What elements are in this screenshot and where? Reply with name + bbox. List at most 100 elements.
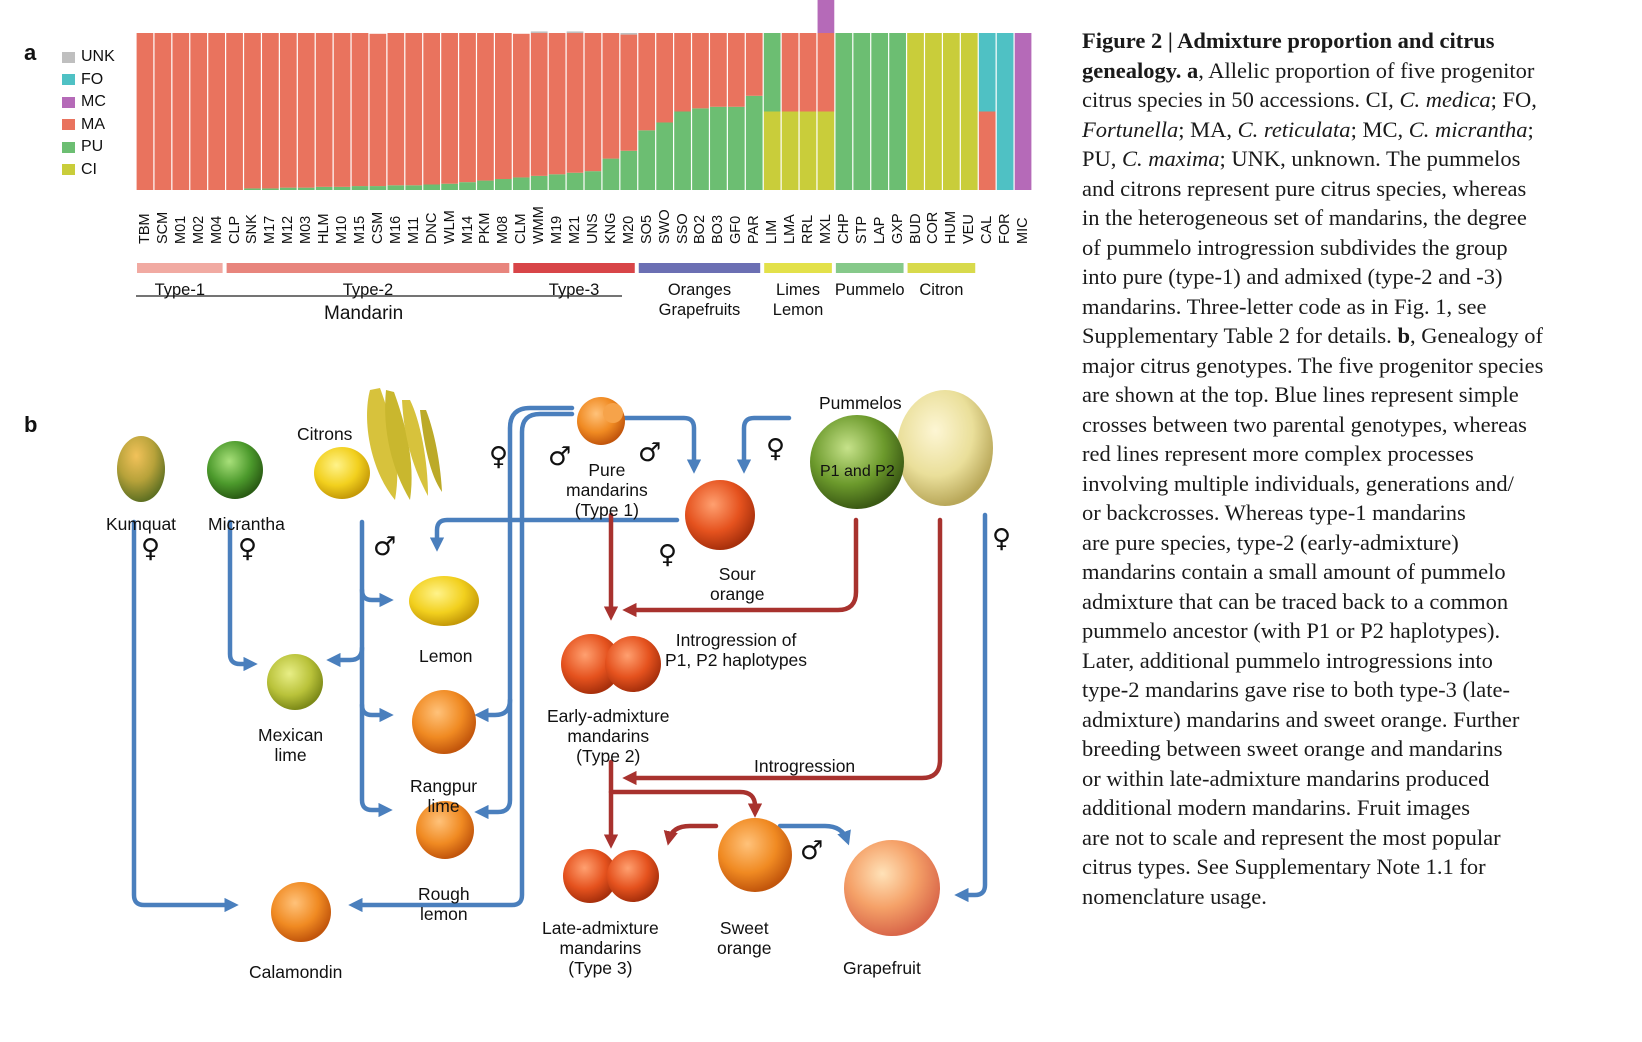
bar-segment-pu	[763, 33, 781, 112]
accession-code: WLM	[441, 210, 458, 244]
bar-segment-unk	[620, 33, 638, 35]
legend-item: MA	[62, 114, 115, 137]
citrons-label: Citrons	[297, 424, 353, 444]
bar-segment-pu	[423, 184, 441, 190]
bar-segment-ma	[638, 33, 656, 131]
bar-segment-unk	[530, 31, 548, 33]
accession-code: LAP	[871, 216, 888, 244]
late-admixture-image	[563, 849, 659, 903]
bar-segment-pu	[548, 174, 566, 190]
bar-segment-ma	[297, 33, 315, 188]
accession-code: BUD	[907, 213, 924, 244]
group-bar	[226, 263, 510, 273]
introgression-label: Introgression	[754, 756, 856, 776]
bar-segment-pu	[656, 122, 673, 190]
accession-code: KNG	[602, 212, 619, 244]
accession-code: M03	[298, 215, 315, 244]
accession-code: M02	[190, 215, 207, 244]
bar-segment-pu	[512, 177, 530, 190]
legend-item: MC	[62, 91, 115, 114]
bar-segment-ma	[978, 111, 996, 190]
group-label: Type-1	[154, 281, 206, 299]
accession-code: GF0	[728, 215, 745, 244]
accession-code: CHP	[835, 213, 852, 244]
bar-segment-ma	[710, 33, 727, 107]
accession-code: SO5	[638, 214, 655, 244]
kumquat-image	[117, 436, 165, 502]
legend-item: PU	[62, 136, 115, 159]
accession-code: M16	[387, 215, 404, 244]
accession-code: CSM	[369, 211, 386, 244]
group-label: Type-2	[342, 281, 394, 299]
group-label: Pummelo	[834, 281, 905, 299]
accession-code: M14	[459, 215, 476, 244]
female-symbol: ♀	[141, 534, 161, 564]
accession-code: M01	[172, 215, 189, 244]
bar-segment-pu	[692, 108, 709, 190]
bar-segment-pu	[477, 180, 494, 190]
bar-segment-pu	[871, 33, 889, 190]
pummelos-image	[810, 390, 993, 509]
bar-segment-pu	[495, 179, 512, 190]
legend-label: UNK	[81, 48, 115, 65]
bar-segment-pu	[369, 186, 387, 190]
accession-code: M15	[352, 215, 368, 244]
bar-segment-ma	[727, 33, 745, 107]
calamondin-image	[271, 882, 331, 942]
male-symbol: ♂	[373, 532, 397, 562]
bar-segment-pu	[405, 185, 423, 190]
female-symbol: ♀	[238, 534, 258, 564]
group-bar	[835, 263, 904, 273]
legend-label: MA	[81, 115, 105, 133]
bar-segment-ma	[262, 33, 279, 189]
bar-segment-ma	[548, 33, 566, 175]
bar-segment-ma	[333, 33, 351, 187]
red-lines	[603, 512, 943, 849]
bar-segment-ma	[512, 33, 530, 178]
sweet-orange-image	[718, 818, 792, 892]
legend-swatch	[62, 119, 75, 131]
figure-caption: Figure 2 | Admixture proportion and citr…	[1082, 28, 1544, 909]
bar-segment-ma	[405, 33, 423, 186]
bar-segment-ma	[620, 34, 638, 151]
bar-segment-fo	[978, 33, 996, 112]
group-label: Oranges Grapefruits	[658, 281, 741, 319]
accession-code: VEU	[961, 214, 978, 244]
accession-code: STP	[853, 215, 870, 244]
lemon-label: Lemon	[419, 646, 473, 666]
bar-segment-ma	[226, 33, 243, 190]
bar-segment-pu	[262, 188, 279, 190]
accession-code: M04	[208, 215, 225, 244]
female-symbol: ♀	[658, 540, 678, 570]
bar-segment-pu	[835, 33, 853, 190]
legend-label: PU	[81, 138, 104, 155]
accession-code: DNC	[423, 212, 440, 244]
bar-segment-pu	[602, 158, 620, 190]
bar-segment-ma	[208, 33, 225, 190]
female-symbol: ♀	[766, 434, 786, 464]
bar-segment-pu	[727, 106, 745, 190]
fruit-images	[117, 388, 993, 942]
micrantha-label: Micrantha	[208, 514, 285, 534]
bar-segment-pu	[638, 130, 656, 190]
group-bar	[638, 263, 761, 273]
bar-segment-ci	[763, 111, 781, 190]
group-label: Citron	[919, 281, 964, 299]
accession-code: RRL	[800, 214, 816, 244]
bar-segment-pu	[459, 182, 476, 190]
bar-segment-ci	[781, 111, 799, 190]
bar-segment-ma	[315, 33, 333, 187]
bar-segment-ma	[136, 33, 154, 190]
rough-lemon-image	[416, 801, 474, 859]
bar-segment-unk	[566, 31, 584, 33]
bar-segment-ma	[674, 33, 691, 112]
female-symbol: ♀	[992, 524, 1012, 554]
accession-code: LMA	[782, 214, 799, 244]
legend-item: CI	[62, 159, 115, 182]
lemon-image	[409, 576, 479, 626]
citrons-image	[314, 388, 442, 500]
bar-segment-ma	[154, 33, 172, 190]
